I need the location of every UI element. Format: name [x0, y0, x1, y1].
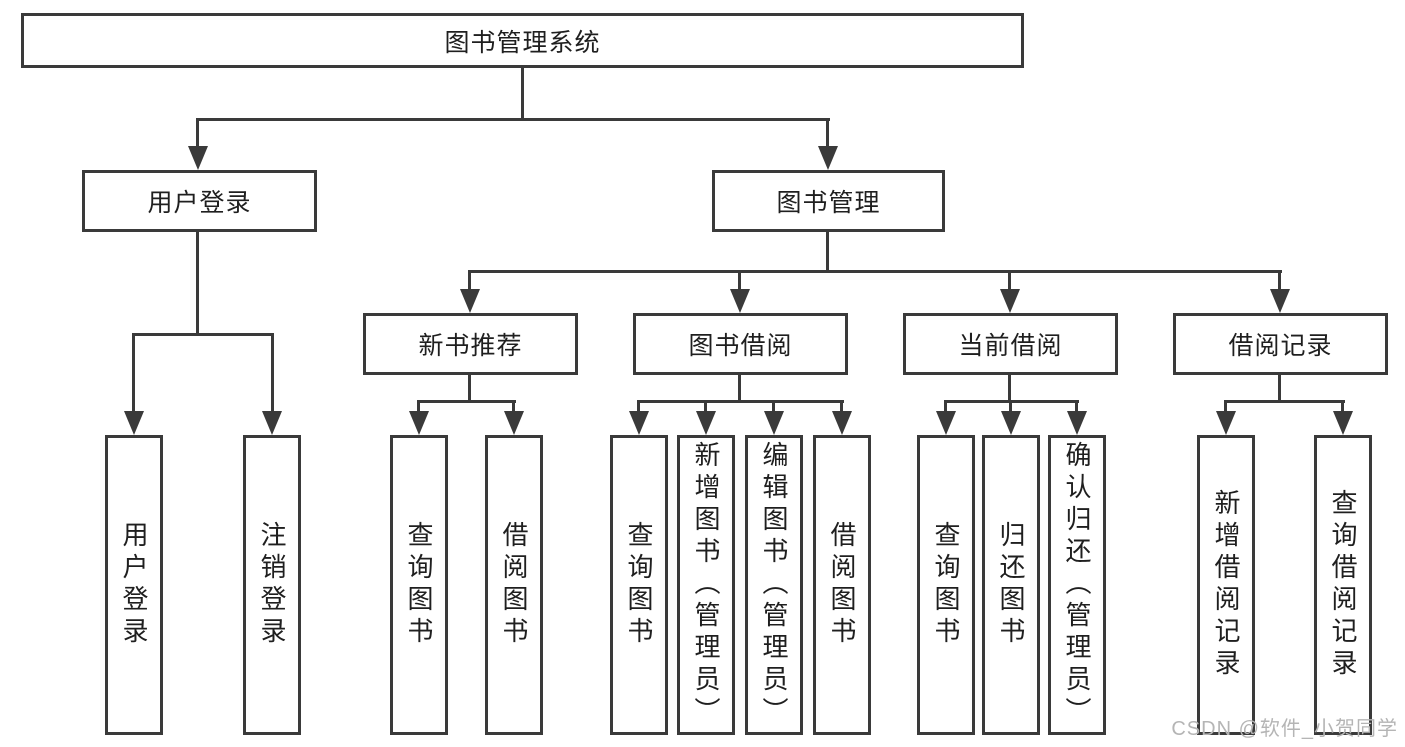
node-label: 借阅记录: [1228, 332, 1333, 360]
connector-shaft: [840, 400, 843, 413]
node-label: 用户登录: [147, 189, 252, 217]
node-current-borrowing: 当前借阅: [903, 313, 1118, 375]
leaf-label: 查询图书: [624, 521, 654, 649]
node-new-book-recommendation: 新书推荐: [363, 313, 578, 375]
leaf-label: 查询图书: [404, 521, 434, 649]
leaf-label: 确认归还（管理员）: [1062, 441, 1092, 729]
connector-shaft: [944, 400, 947, 413]
arrow-down: [1067, 411, 1087, 435]
arrow-down: [818, 146, 838, 170]
leaf-confirm-return-admin: 确认归还（管理员）: [1048, 435, 1106, 735]
arrow-down: [504, 411, 524, 435]
leaf-label: 归还图书: [996, 521, 1026, 649]
leaf-query-books-current: 查询图书: [917, 435, 975, 735]
connector-shaft: [826, 118, 829, 148]
leaf-logout: 注销登录: [243, 435, 301, 735]
leaf-label: 注销登录: [257, 521, 287, 649]
leaf-label: 新增图书（管理员）: [691, 441, 721, 729]
leaf-add-book-admin: 新增图书（管理员）: [677, 435, 735, 735]
leaf-user-login: 用户登录: [105, 435, 163, 735]
leaf-query-books-recommend: 查询图书: [390, 435, 448, 735]
node-label: 新书推荐: [418, 332, 523, 360]
arrow-down: [764, 411, 784, 435]
connector-shaft: [738, 270, 741, 291]
arrow-down: [262, 411, 282, 435]
connector-shaft: [637, 400, 640, 413]
node-label: 图书管理系统: [444, 28, 601, 57]
connector-hline: [132, 333, 273, 336]
connector-vline: [1008, 375, 1011, 403]
leaf-borrow-books-borrowing: 借阅图书: [813, 435, 871, 735]
connector-shaft: [1075, 400, 1078, 413]
connector-vline: [738, 375, 741, 403]
leaf-edit-book-admin: 编辑图书（管理员）: [745, 435, 803, 735]
arrow-down: [730, 289, 750, 313]
node-book-management: 图书管理: [712, 170, 945, 232]
arrow-down: [696, 411, 716, 435]
node-label: 图书管理: [776, 189, 881, 217]
watermark-csdn: CSDN @软件_小贺同学: [1171, 718, 1398, 740]
connector-root-vline: [521, 68, 524, 121]
connector-level3-hline: [469, 270, 1282, 273]
connector-shaft: [417, 400, 420, 413]
arrow-down: [124, 411, 144, 435]
leaf-label: 查询图书: [931, 521, 961, 649]
leaf-label: 借阅图书: [499, 521, 529, 649]
connector-level1-hline: [197, 118, 830, 121]
connector-shaft: [1008, 270, 1011, 291]
connector-shaft: [512, 400, 515, 413]
connector-vline: [196, 232, 199, 336]
arrow-down: [1000, 289, 1020, 313]
arrow-down: [1001, 411, 1021, 435]
node-book-borrowing: 图书借阅: [633, 313, 848, 375]
arrow-down: [629, 411, 649, 435]
arrow-down: [409, 411, 429, 435]
connector-shaft: [1009, 400, 1012, 413]
leaf-label: 编辑图书（管理员）: [759, 441, 789, 729]
leaf-borrow-books-recommend: 借阅图书: [485, 435, 543, 735]
connector-vline: [1278, 375, 1281, 403]
connector-shaft: [704, 400, 707, 413]
leaf-label: 借阅图书: [827, 521, 857, 649]
leaf-label: 用户登录: [119, 521, 149, 649]
connector-shaft: [1341, 400, 1344, 413]
leaf-add-borrow-record: 新增借阅记录: [1197, 435, 1255, 735]
connector-shaft: [271, 333, 274, 413]
leaf-query-books-borrowing: 查询图书: [610, 435, 668, 735]
leaf-label: 查询借阅记录: [1328, 489, 1358, 681]
arrow-down: [1270, 289, 1290, 313]
leaf-query-borrow-record: 查询借阅记录: [1314, 435, 1372, 735]
arrow-down: [1216, 411, 1236, 435]
connector-shaft: [468, 270, 471, 291]
leaf-return-books: 归还图书: [982, 435, 1040, 735]
connector-shaft: [772, 400, 775, 413]
connector-vline: [468, 375, 471, 403]
arrow-down: [1333, 411, 1353, 435]
connector-shaft: [132, 333, 135, 413]
arrow-down: [832, 411, 852, 435]
node-library-management-system: 图书管理系统: [21, 13, 1024, 68]
connector-hline: [1224, 400, 1345, 403]
connector-vline: [826, 232, 829, 273]
node-borrowing-records: 借阅记录: [1173, 313, 1388, 375]
node-user-login: 用户登录: [82, 170, 317, 232]
node-label: 当前借阅: [958, 332, 1063, 360]
leaf-label: 新增借阅记录: [1211, 489, 1241, 681]
connector-hline: [637, 400, 844, 403]
node-label: 图书借阅: [688, 332, 793, 360]
arrow-down: [188, 146, 208, 170]
connector-hline: [417, 400, 516, 403]
connector-shaft: [1278, 270, 1281, 291]
arrow-down: [460, 289, 480, 313]
connector-shaft: [1224, 400, 1227, 413]
arrow-down: [936, 411, 956, 435]
connector-shaft: [196, 118, 199, 148]
